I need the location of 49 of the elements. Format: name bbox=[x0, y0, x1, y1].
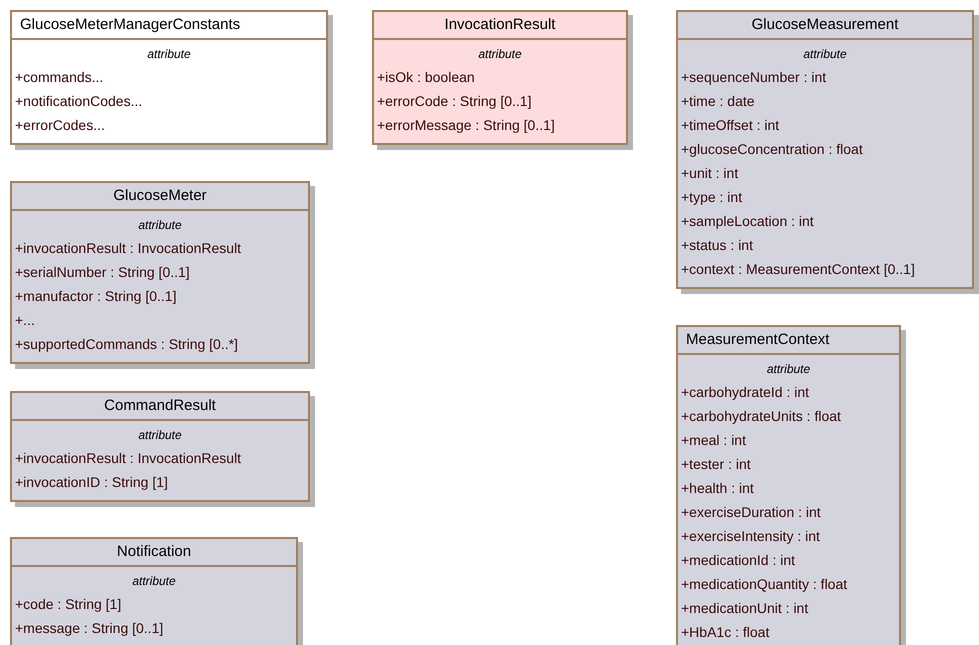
stereotype-label: attribute bbox=[138, 218, 182, 232]
attribute-text: +notificationCodes... bbox=[15, 93, 142, 109]
attribute-text: +errorCode : String [0..1] bbox=[377, 93, 532, 109]
attribute-text: +exerciseDuration : int bbox=[681, 504, 821, 520]
stereotype-label: attribute bbox=[766, 362, 810, 376]
attribute-text: +unit : int bbox=[681, 165, 738, 181]
attribute-text: +type : int bbox=[681, 189, 742, 205]
attribute-text: +meal : int bbox=[681, 432, 746, 448]
attribute-text: +isOk : boolean bbox=[377, 69, 475, 85]
attribute-text: +medicationId : int bbox=[681, 552, 796, 568]
attribute-text: +serialNumber : String [0..1] bbox=[15, 264, 190, 280]
class-name: InvocationResult bbox=[374, 12, 626, 40]
attribute-text: +tester : int bbox=[681, 456, 751, 472]
attribute-text: +glucoseConcentration : float bbox=[681, 141, 863, 157]
attribute-text: +context : MeasurementContext [0..1] bbox=[681, 261, 915, 277]
class-name: Notification bbox=[12, 539, 296, 567]
stereotype-label: attribute bbox=[138, 428, 182, 442]
attribute-text: +medicationQuantity : float bbox=[681, 576, 848, 592]
class-name: GlucoseMeter bbox=[12, 183, 308, 211]
class-name: GlucoseMeterManagerConstants bbox=[12, 12, 326, 40]
stereotype-label: attribute bbox=[147, 47, 191, 61]
attribute-text: +time : date bbox=[681, 93, 755, 109]
attribute-text: +HbA1c : float bbox=[681, 624, 770, 640]
stereotype-label: attribute bbox=[803, 47, 847, 61]
attribute-text: +message : String [0..1] bbox=[15, 620, 164, 636]
attribute-text: +commands... bbox=[15, 69, 104, 85]
attribute-text: +supportedCommands : String [0..*] bbox=[15, 336, 238, 352]
attribute-text: +carbohydrateUnits : float bbox=[681, 408, 841, 424]
attribute-text: +... bbox=[15, 312, 35, 328]
attribute-text: +carbohydrateId : int bbox=[681, 384, 810, 400]
attribute-text: +invocationID : String [1] bbox=[15, 474, 168, 490]
attribute-text: +manufactor : String [0..1] bbox=[15, 288, 176, 304]
attribute-text: +medicationUnit : int bbox=[681, 600, 808, 616]
attribute-text: +errorMessage : String [0..1] bbox=[377, 117, 555, 133]
attribute-text: +invocationResult : InvocationResult bbox=[15, 240, 242, 256]
attribute-text: +sampleLocation : int bbox=[681, 213, 814, 229]
attribute-text: +exerciseIntensity : int bbox=[681, 528, 820, 544]
attribute-text: +status : int bbox=[681, 237, 753, 253]
attribute-text: +timeOffset : int bbox=[681, 117, 780, 133]
stereotype-label: attribute bbox=[132, 574, 176, 588]
class-name: GlucoseMeasurement bbox=[678, 12, 972, 40]
attribute-text: +invocationResult : InvocationResult bbox=[15, 450, 242, 466]
attribute-text: +errorCodes... bbox=[15, 117, 105, 133]
attribute-text: +code : String [1] bbox=[15, 596, 122, 612]
attribute-text: +health : int bbox=[681, 480, 754, 496]
class-name: CommandResult bbox=[12, 393, 308, 421]
class-name: MeasurementContext bbox=[678, 327, 899, 355]
attribute-text: +sequenceNumber : int bbox=[681, 69, 826, 85]
stereotype-label: attribute bbox=[478, 47, 522, 61]
